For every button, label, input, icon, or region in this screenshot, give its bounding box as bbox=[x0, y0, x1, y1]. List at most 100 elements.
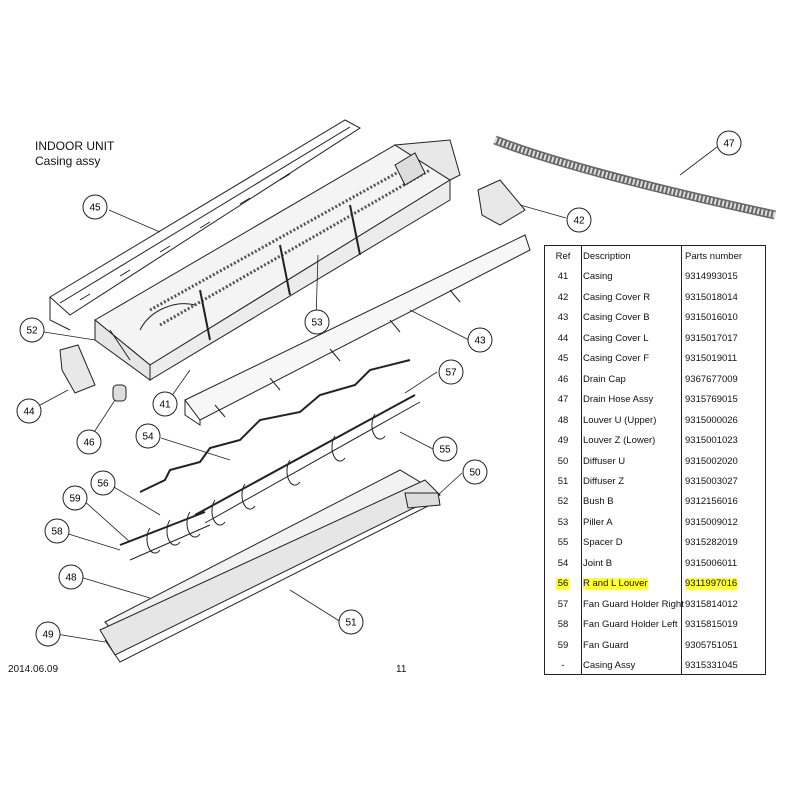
row-description: R and L Louver bbox=[583, 578, 648, 590]
diagram-title: INDOOR UNIT bbox=[35, 139, 115, 153]
row-parts-number: 9315815019 bbox=[685, 619, 738, 631]
callout-label: 41 bbox=[159, 400, 171, 411]
row-parts-number: 9315019011 bbox=[685, 353, 738, 365]
part-drain-cap bbox=[112, 384, 127, 402]
part-spacer-array bbox=[194, 394, 421, 526]
table-row: 55 Spacer D 9315282019 bbox=[545, 532, 765, 552]
row-ref: 51 bbox=[557, 475, 569, 487]
row-parts-number: 9315017017 bbox=[685, 332, 738, 344]
callout-45: 45 bbox=[82, 194, 108, 220]
table-row: 58 Fan Guard Holder Left 9315815019 bbox=[545, 614, 765, 634]
callout-47: 47 bbox=[716, 130, 742, 156]
row-description: Fan Guard Holder Left bbox=[583, 619, 678, 631]
header-parts-number: Parts number bbox=[685, 251, 743, 262]
row-parts-number: 9315282019 bbox=[685, 537, 738, 549]
row-description: Spacer D bbox=[583, 537, 623, 549]
callout-label: 50 bbox=[469, 468, 481, 479]
callout-label: 48 bbox=[65, 573, 77, 584]
row-description: Drain Hose Assy bbox=[583, 394, 654, 406]
part-casing-cover-l bbox=[59, 344, 96, 394]
row-ref: 58 bbox=[557, 619, 569, 631]
table-row: 46 Drain Cap 9367677009 bbox=[545, 369, 765, 389]
part-casing-cover-b bbox=[184, 234, 531, 426]
callout-48: 48 bbox=[58, 564, 84, 590]
part-drain-hose bbox=[493, 135, 776, 220]
callout-54: 54 bbox=[135, 423, 161, 449]
callout-46: 46 bbox=[76, 429, 102, 455]
row-parts-number: 9315018014 bbox=[685, 291, 738, 303]
callout-43: 43 bbox=[467, 327, 493, 353]
part-joint-b bbox=[139, 359, 411, 493]
callout-58: 58 bbox=[44, 518, 70, 544]
row-ref: 42 bbox=[557, 291, 569, 303]
row-description: Casing Assy bbox=[583, 660, 636, 671]
page-number: 11 bbox=[396, 664, 407, 675]
row-ref: 52 bbox=[557, 496, 569, 508]
callout-59: 59 bbox=[62, 485, 88, 511]
row-parts-number: 9367677009 bbox=[685, 373, 738, 385]
row-ref: 54 bbox=[557, 557, 569, 569]
row-description: Casing Cover F bbox=[583, 353, 649, 365]
row-description: Louver Z (Lower) bbox=[583, 435, 656, 447]
row-parts-number: 9315769015 bbox=[685, 394, 738, 406]
row-parts-number: 9315814012 bbox=[685, 598, 738, 610]
callout-label: 44 bbox=[23, 407, 35, 418]
row-ref: 47 bbox=[557, 394, 569, 406]
row-ref: 44 bbox=[557, 332, 569, 344]
row-parts-number: 9315016010 bbox=[685, 312, 738, 324]
row-ref: 48 bbox=[557, 414, 569, 426]
callout-group: 45 47 42 52 53 43 44 41 46 57 54 55 56 50 59 58 48 51 49 bbox=[16, 130, 742, 647]
part-casing bbox=[94, 139, 461, 381]
callout-label: 54 bbox=[142, 432, 154, 443]
table-row: 52 Bush B 9312156016 bbox=[545, 491, 765, 511]
row-parts-number: 9315001023 bbox=[685, 435, 738, 447]
footer-date: 2014.06.09 bbox=[8, 664, 59, 675]
row-parts-number: 9312156016 bbox=[685, 496, 738, 508]
row-ref: 46 bbox=[557, 373, 569, 385]
row-ref: 55 bbox=[557, 537, 569, 549]
row-description: Drain Cap bbox=[583, 373, 626, 385]
part-casing-cover-r bbox=[477, 179, 526, 226]
callout-label: 45 bbox=[89, 203, 101, 214]
callout-label: 46 bbox=[83, 438, 95, 449]
callout-44: 44 bbox=[16, 398, 42, 424]
callout-label: 57 bbox=[445, 368, 457, 379]
callout-label: 58 bbox=[51, 527, 63, 538]
row-parts-number: 9305751051 bbox=[685, 639, 738, 651]
row-ref: 45 bbox=[557, 353, 569, 365]
callout-42: 42 bbox=[566, 207, 592, 233]
callout-label: 55 bbox=[439, 445, 451, 456]
row-parts-number: 9315000026 bbox=[685, 414, 738, 426]
part-louver-u bbox=[99, 479, 441, 656]
callout-41: 41 bbox=[152, 391, 178, 417]
row-parts-number: 9315006011 bbox=[685, 557, 738, 569]
row-parts-number: 9315009012 bbox=[685, 516, 738, 528]
row-description: Piller A bbox=[583, 516, 613, 528]
part-r-and-l-louver bbox=[119, 511, 211, 561]
callout-56: 56 bbox=[90, 470, 116, 496]
row-description: Bush B bbox=[583, 496, 614, 508]
table-row: 45 Casing Cover F 9315019011 bbox=[545, 348, 765, 368]
row-parts-number: 9315003027 bbox=[685, 475, 738, 487]
callout-50: 50 bbox=[462, 459, 488, 485]
row-description: Diffuser Z bbox=[583, 475, 625, 487]
header-ref: Ref bbox=[555, 251, 571, 262]
part-louver-z bbox=[104, 499, 441, 663]
row-description: Joint B bbox=[583, 557, 613, 569]
table-row: 54 Joint B 9315006011 bbox=[545, 553, 765, 573]
row-description: Fan Guard Holder Right bbox=[583, 598, 684, 610]
callout-label: 53 bbox=[311, 318, 323, 329]
callout-label: 43 bbox=[474, 336, 486, 347]
row-description: Fan Guard bbox=[583, 639, 629, 651]
row-parts-number: 9314993015 bbox=[685, 271, 738, 283]
callout-49: 49 bbox=[35, 621, 61, 647]
callout-label: 52 bbox=[26, 326, 38, 337]
part-casing-cover-f bbox=[49, 119, 361, 331]
